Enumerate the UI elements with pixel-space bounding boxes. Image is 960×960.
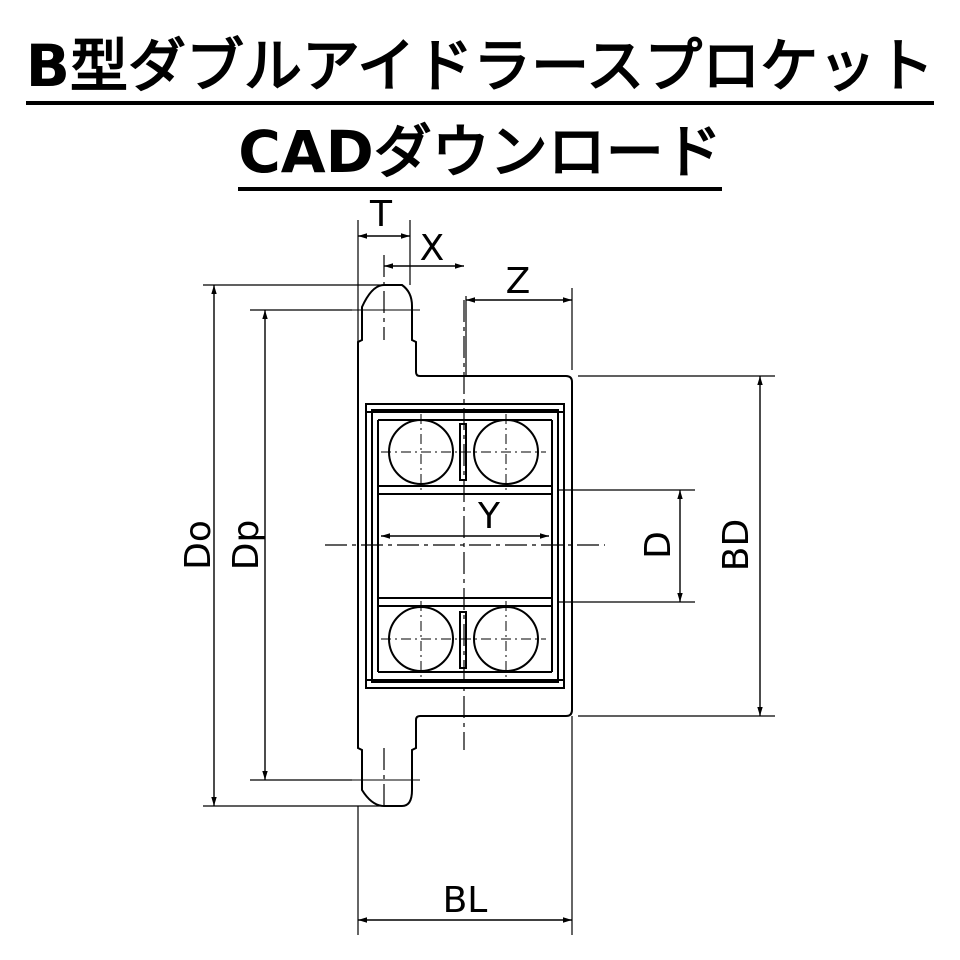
label-dp: Dp: [226, 520, 267, 571]
extension-lines: [203, 220, 775, 935]
label-y: Y: [477, 496, 501, 537]
label-z: Z: [506, 261, 531, 302]
label-bd: BD: [716, 519, 757, 571]
page-subtitle: CADダウンロード: [0, 118, 960, 191]
centerlines: [325, 255, 605, 810]
page-title: B型ダブルアイドラースプロケット: [0, 32, 960, 105]
label-bl: BL: [443, 880, 488, 921]
label-x: X: [420, 228, 445, 269]
label-do: Do: [178, 520, 219, 570]
label-t: T: [369, 194, 393, 235]
title-line-2: CADダウンロード: [238, 123, 722, 191]
bearing-housing: [365, 403, 565, 689]
dimension-labels: T X Z Y BL Do Dp D BD: [178, 194, 757, 921]
label-d: D: [638, 531, 679, 559]
tooth-reference-lines: [352, 309, 420, 781]
title-line-1: B型ダブルアイドラースプロケット: [25, 37, 935, 105]
sprocket-body: [357, 284, 573, 807]
dimension-lines: [211, 233, 763, 923]
